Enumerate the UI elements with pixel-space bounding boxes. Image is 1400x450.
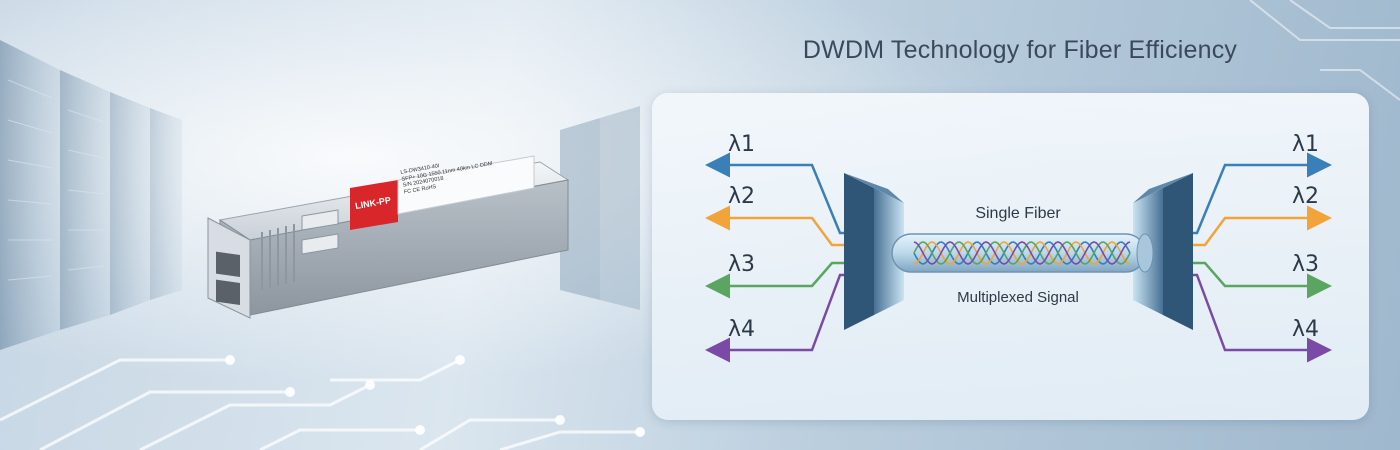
- circuit-nodes: [225, 355, 645, 437]
- output-labels: λ1 λ2 λ3 λ4: [1292, 132, 1319, 342]
- server-racks-left: [0, 40, 182, 350]
- input-label-lambda2: λ2: [728, 184, 755, 209]
- circuit-traces-right: [1249, 0, 1400, 101]
- wave-lambda4: [913, 241, 1131, 265]
- circuit-traces: [0, 358, 640, 450]
- output-label-lambda2: λ2: [1292, 184, 1319, 209]
- output-line-lambda2: [1185, 205, 1332, 247]
- fiber-label: Single Fiber: [975, 205, 1061, 222]
- signal-label: Multiplexed Signal: [957, 289, 1079, 306]
- server-racks-right: [560, 106, 640, 310]
- output-label-lambda4: λ4: [1292, 317, 1319, 342]
- input-line-lambda3: [705, 261, 852, 299]
- wave-lambda3: [913, 241, 1131, 265]
- output-label-lambda1: λ1: [1292, 132, 1319, 157]
- input-line-lambda2: [705, 205, 852, 247]
- output-label-lambda3: λ3: [1292, 252, 1319, 277]
- input-labels: λ1 λ2 λ3 λ4: [728, 132, 755, 342]
- multiplexer-prism: [844, 173, 904, 330]
- sfp-transceiver-module: LINK-PP LS-DW3410-40I SFP+ 10G 1550.11nm…: [190, 100, 590, 340]
- dwdm-diagram: Single Fiber Multiplexed Signal λ1 λ2 λ3…: [705, 132, 1332, 363]
- input-label-lambda1: λ1: [728, 132, 755, 157]
- dwdm-diagram-panel: Single Fiber Multiplexed Signal λ1 λ2 λ3…: [652, 93, 1369, 420]
- multiplexed-waves: [913, 241, 1131, 265]
- output-line-lambda3: [1185, 261, 1332, 299]
- page-title: DWDM Technology for Fiber Efficiency: [802, 36, 1238, 64]
- input-label-lambda4: λ4: [728, 317, 755, 342]
- wave-lambda2: [913, 241, 1131, 265]
- input-label-lambda3: λ3: [728, 252, 755, 277]
